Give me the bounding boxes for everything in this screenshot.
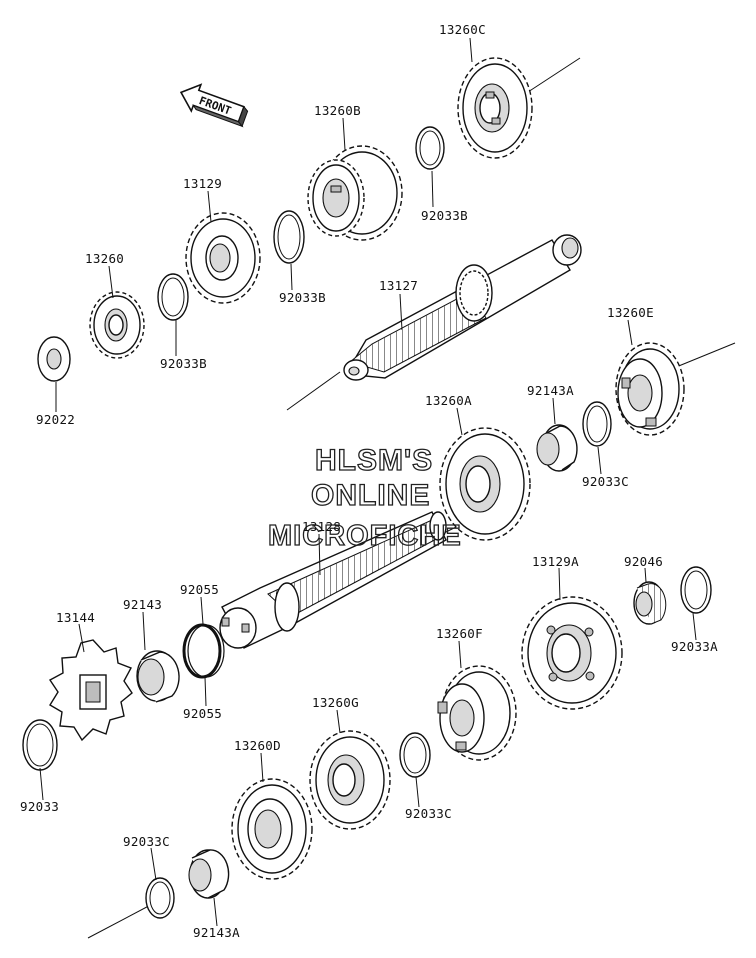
label-13260c: 13260C	[439, 22, 486, 37]
sprocket-13144	[48, 639, 133, 742]
needle-bearing-92046	[633, 581, 667, 625]
part-labels: 13260C 13260B 13129 92033B 13260 92033B …	[20, 22, 718, 940]
label-92033a: 92033A	[671, 639, 718, 654]
label-13260b: 13260B	[314, 103, 361, 118]
collar-92143	[136, 650, 180, 703]
label-92046: 92046	[624, 554, 663, 569]
o-ring-92055	[182, 623, 225, 679]
label-92033b-left: 92033B	[160, 356, 207, 371]
label-13260: 13260	[85, 251, 124, 266]
axis-line-upper-2	[286, 371, 341, 411]
label-13128: 13128	[302, 519, 341, 534]
collar-92143a-right	[536, 424, 578, 472]
label-92033c-left: 92033C	[123, 834, 170, 849]
circlip-92033c-left	[145, 877, 175, 919]
shaft-13128	[219, 511, 447, 649]
gear-13260b	[307, 145, 403, 241]
circlip-92033a	[680, 566, 712, 614]
label-92033c-right: 92033C	[582, 474, 629, 489]
gear-13260c	[457, 57, 533, 159]
label-92033c-mid: 92033C	[405, 806, 452, 821]
front-arrow-icon: FRONT	[179, 83, 249, 128]
gear-13260e	[615, 342, 685, 436]
circlip-92033	[22, 719, 58, 771]
label-13260d: 13260D	[234, 738, 281, 753]
label-13260a: 13260A	[425, 393, 472, 408]
label-13129: 13129	[183, 176, 222, 191]
label-13260g: 13260G	[312, 695, 359, 710]
label-13144: 13144	[56, 610, 95, 625]
label-92143a-right: 92143A	[527, 383, 574, 398]
watermark-line-1: HLSM'S	[315, 444, 433, 477]
label-92033: 92033	[20, 799, 59, 814]
circlip-92033b-top	[415, 126, 445, 170]
gear-13129a	[521, 596, 623, 710]
label-92033b-mid: 92033B	[279, 290, 326, 305]
gear-13260	[89, 291, 145, 359]
gear-13129	[185, 212, 261, 304]
watermark: HLSM'S ONLINE MICROFICHE	[267, 443, 462, 552]
gear-13260g	[309, 730, 391, 830]
watermark-line-3: MICROFICHE	[268, 520, 462, 552]
collar-92143a-left	[188, 849, 230, 899]
shaft-13127	[343, 234, 582, 381]
circlip-92033b-left	[157, 273, 189, 321]
label-13127: 13127	[379, 278, 418, 293]
gear-13260d	[231, 778, 313, 880]
label-13129a: 13129A	[532, 554, 579, 569]
label-13260e: 13260E	[607, 305, 654, 320]
watermark-line-2: ONLINE	[311, 479, 430, 512]
circlip-92033b-mid	[273, 210, 305, 264]
axis-line-upper-1	[527, 57, 581, 93]
label-92143: 92143	[123, 597, 162, 612]
label-92033b-top: 92033B	[421, 208, 468, 223]
gear-13260a	[439, 427, 531, 541]
label-92143a-left: 92143A	[193, 925, 240, 940]
label-92055-top: 92055	[180, 582, 219, 597]
gear-13260f	[437, 665, 517, 761]
label-92022: 92022	[36, 412, 75, 427]
leader-lines	[39, 37, 697, 927]
washer-92022	[37, 336, 71, 382]
label-92055-bottom: 92055	[183, 706, 222, 721]
label-13260f: 13260F	[436, 626, 483, 641]
circlip-92033c-mid	[399, 732, 431, 778]
circlip-92033c-right	[582, 401, 612, 447]
